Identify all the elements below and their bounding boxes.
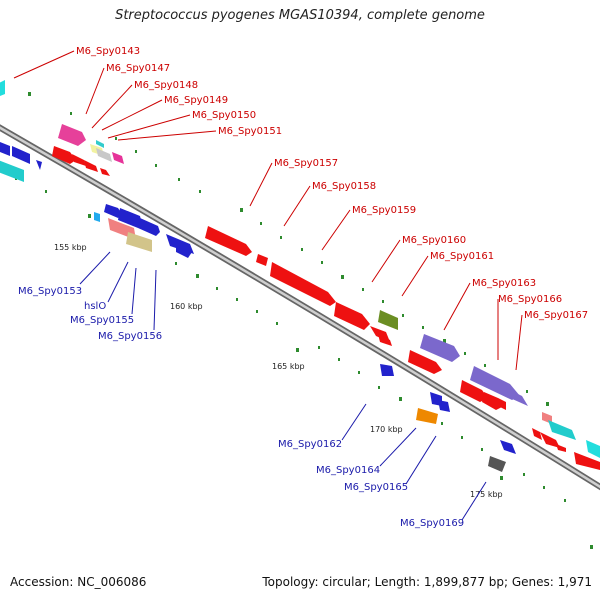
gene-label: M6_Spy0161 [430, 251, 494, 262]
gene-label: M6_Spy0167 [524, 310, 588, 321]
gene-label: M6_Spy0164 [316, 465, 380, 476]
scale-label: 175 kbp [470, 490, 503, 499]
gene-label: M6_Spy0153 [18, 286, 82, 297]
gene-label: M6_Spy0163 [472, 278, 536, 289]
forward-gene-labels: M6_Spy0143 M6_Spy0147 M6_Spy0148 M6_Spy0… [76, 46, 588, 321]
reverse-callouts [79, 251, 487, 521]
genome-summary-text: Topology: circular; Length: 1,899,877 bp… [262, 575, 592, 589]
gene-label: M6_Spy0160 [402, 235, 466, 246]
reverse-gene-labels: M6_Spy0153 hslO M6_Spy0155 M6_Spy0156 M6… [18, 286, 464, 529]
reverse-genes [0, 142, 516, 472]
gene-label: M6_Spy0169 [400, 518, 464, 529]
scale-label: 160 kbp [170, 302, 203, 311]
accession-text: Accession: NC_006086 [10, 575, 147, 589]
gene-label: M6_Spy0166 [498, 294, 562, 305]
gene-label: M6_Spy0151 [218, 126, 282, 137]
genome-map: 155 kbp 160 kbp 165 kbp 170 kbp 175 kbp [0, 46, 600, 549]
gene-label: M6_Spy0143 [76, 46, 140, 57]
gene-label: M6_Spy0162 [278, 439, 342, 450]
forward-genes [0, 80, 600, 470]
gene-label: M6_Spy0159 [352, 205, 416, 216]
gene-label: hslO [84, 301, 106, 312]
scale-labels: 155 kbp 160 kbp 165 kbp 170 kbp 175 kbp [54, 243, 503, 499]
gene-label: M6_Spy0147 [106, 63, 170, 74]
gene-label: M6_Spy0157 [274, 158, 338, 169]
gene-label: M6_Spy0156 [98, 331, 162, 342]
gene-label: M6_Spy0158 [312, 181, 376, 192]
scale-label: 165 kbp [272, 362, 305, 371]
gene-label: M6_Spy0150 [192, 110, 256, 121]
forward-callouts [13, 50, 523, 371]
gene-label: M6_Spy0155 [70, 315, 134, 326]
genome-backbone [0, 124, 600, 491]
gene-label: M6_Spy0165 [344, 482, 408, 493]
scale-label: 170 kbp [370, 425, 403, 434]
scale-label: 155 kbp [54, 243, 87, 252]
gene-label: M6_Spy0148 [134, 80, 198, 91]
map-title: Streptococcus pyogenes MGAS10394, comple… [115, 8, 485, 23]
gene-label: M6_Spy0149 [164, 95, 228, 106]
